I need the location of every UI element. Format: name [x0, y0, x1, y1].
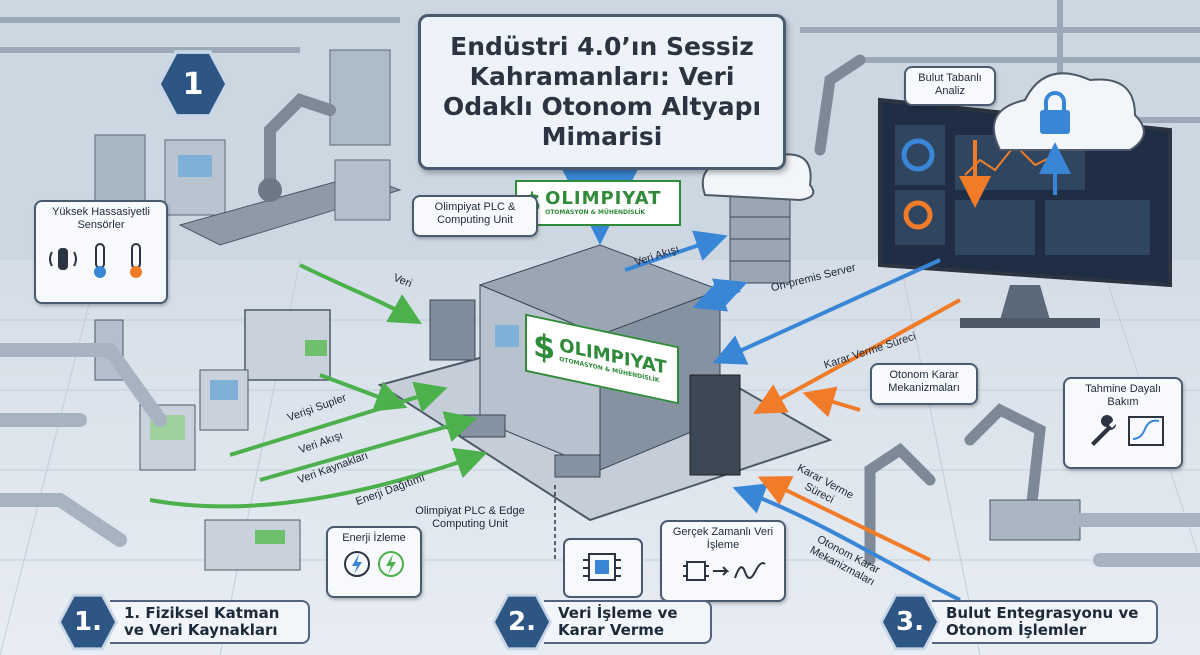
waveform-icon	[734, 562, 766, 579]
predictive-maintenance-callout: Tahmine Dayalı Bakım	[1063, 377, 1183, 469]
wrench-icon	[1091, 415, 1116, 446]
layer-2-text: Veri İşleme ve Karar Verme	[544, 600, 712, 644]
energy-cycle-icon	[378, 551, 404, 577]
realtime-callout: Gerçek Zamanlı Veri İşleme	[660, 520, 786, 602]
top-number-badge: 1	[157, 48, 229, 120]
layer-2-label: 2. Veri İşleme ve Karar Verme	[492, 593, 712, 651]
plc-top-label: Olimpiyat PLC & Computing Unit	[434, 201, 516, 226]
energy-icons	[344, 551, 404, 577]
layer-1-text: 1. Fiziksel Katman ve Veri Kaynakları	[110, 600, 310, 644]
predictive-label: Tahmine Dayalı Bakım	[1085, 383, 1161, 408]
layer-2-badge: 2.	[492, 593, 552, 651]
brand-logo-top: $ OLIMPIYAT OTOMASYON & MÜHENDİSLİK	[515, 180, 681, 226]
brand-mark-icon: $	[533, 325, 556, 369]
layer-1-number: 1.	[61, 596, 115, 648]
layer-1-badge: 1.	[58, 593, 118, 651]
layer-3-badge: 3.	[880, 593, 940, 651]
thermometer-icon	[130, 243, 142, 278]
thermometer-icon	[94, 243, 106, 278]
arrow-right-icon	[713, 566, 730, 576]
sensors-label: Yüksek Hassasiyetli Sensörler	[52, 206, 150, 231]
realtime-icons	[683, 561, 766, 581]
chip-icon	[683, 561, 709, 581]
cloud-lock	[992, 72, 1145, 151]
sensors-callout: Yüksek Hassasiyetli Sensörler	[34, 200, 168, 304]
plc-top-callout: Olimpiyat PLC & Computing Unit	[412, 195, 538, 237]
layer-2-number: 2.	[495, 596, 549, 648]
layer-1-label: 1. 1. Fiziksel Katman ve Veri Kaynakları	[58, 593, 310, 651]
floor-pipes	[0, 343, 167, 547]
trend-chart-icon	[1128, 416, 1164, 446]
ceiling-pipes	[0, 0, 1200, 123]
flow-label-plc-bottom: Olimpiyat PLC & Edge Computing Unit	[415, 505, 525, 530]
autonomous-label: Otonom Karar Mekanizmaları	[888, 369, 960, 394]
cloud-label: Bulut Tabanlı Analiz	[918, 72, 982, 97]
title-panel: Endüstri 4.0’ın Sessiz Kahramanları: Ver…	[418, 14, 786, 170]
cpu-icon	[583, 553, 621, 581]
lightning-icon	[344, 551, 370, 577]
autonomous-callout: Otonom Karar Mekanizmaları	[870, 363, 978, 405]
maintenance-icons	[1091, 415, 1164, 446]
top-number: 1	[161, 53, 225, 115]
brand-tagline: OTOMASYON & MÜHENDİSLİK	[545, 209, 646, 216]
layer-3-label: 3. Bulut Entegrasyonu ve Otonom İşlemler	[880, 593, 1158, 651]
layer-3-text: Bulut Entegrasyonu ve Otonom İşlemler	[932, 600, 1158, 644]
realtime-label: Gerçek Zamanlı Veri İşleme	[672, 526, 774, 551]
energy-label: Enerji İzleme	[342, 532, 406, 544]
cloud-callout: Bulut Tabanlı Analiz	[904, 66, 996, 106]
edge-chip-box	[563, 538, 643, 598]
robot-base	[989, 499, 1081, 541]
layer-3-number: 3.	[883, 596, 937, 648]
right-robots	[814, 54, 1046, 566]
energy-callout: Enerji İzleme	[326, 526, 422, 598]
brand-name: OLIMPIYAT	[545, 188, 662, 209]
page-title: Endüstri 4.0’ın Sessiz Kahramanları: Ver…	[442, 32, 762, 151]
vibration-sensor-icon	[49, 248, 77, 270]
sensor-icons	[49, 243, 142, 278]
